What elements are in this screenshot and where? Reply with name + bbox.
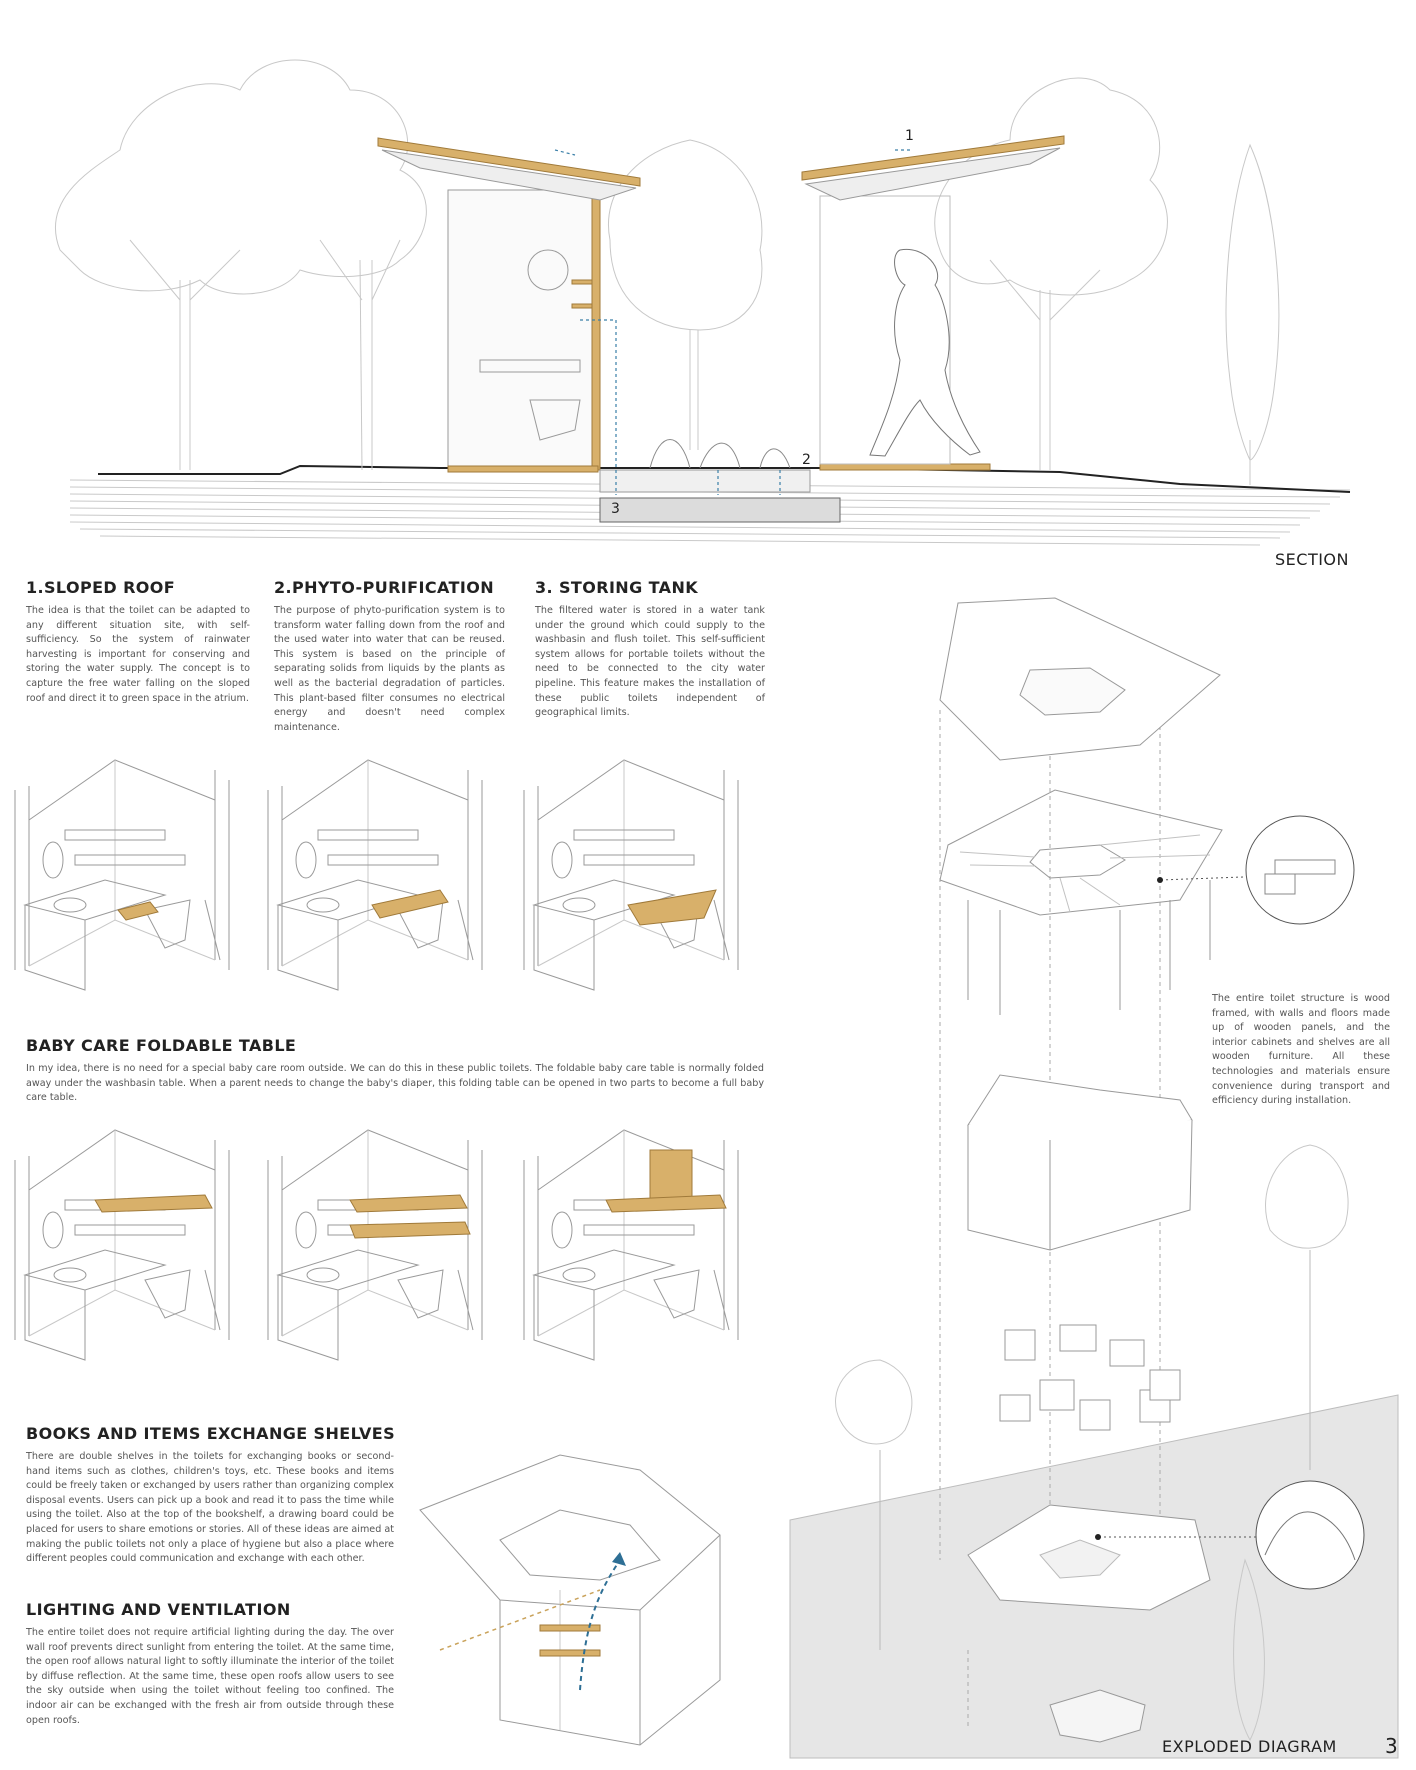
roof-left [377,137,641,201]
section-marker-1: 1 [905,128,914,144]
books-exchange-body: There are double shelves in the toilets … [26,1451,394,1565]
section-marker-2: 2 [802,452,811,468]
sloped-roof-title: 1.SLOPED ROOF [26,578,176,597]
phyto-body: The purpose of phyto-purification system… [274,605,505,733]
section-marker-3: 3 [611,501,620,517]
phyto-bed [599,439,811,493]
exploded-diagram-label: EXPLODED DIAGRAM [1162,1737,1337,1756]
lighting-body: The entire toilet does not require artif… [26,1627,394,1726]
structure-body: The entire toilet structure is wood fram… [1212,993,1390,1107]
section-drawing [54,59,1351,546]
cypress-tree [1225,143,1280,485]
books-exchange-title: BOOKS AND ITEMS EXCHANGE SHELVES [26,1424,396,1443]
toilet-right-frame [819,195,951,465]
baby-care-body: In my idea, there is no need for a speci… [26,1063,764,1104]
storing-tank-body: The filtered water is stored in a water … [535,605,765,719]
tree-left [54,59,427,471]
page-number: 3 [1385,1734,1398,1758]
storing-tank [599,497,841,523]
ground-plane [789,1394,1399,1759]
section-label: SECTION [1275,550,1349,569]
water-flow-arrows [554,149,910,495]
sloped-roof-body: The idea is that the toilet can be adapt… [26,605,250,704]
tree-right [934,77,1168,470]
lighting-title: LIGHTING AND VENTILATION [26,1600,291,1619]
roof-right [801,135,1065,201]
phyto-title: 2.PHYTO-PURIFICATION [274,578,494,597]
tree-center [608,139,763,450]
toilet-left [447,189,601,473]
person-figure [869,248,981,457]
storing-tank-title: 3. STORING TANK [535,578,699,597]
baby-care-title: BABY CARE FOLDABLE TABLE [26,1036,297,1055]
toilet-right-floor [819,463,991,471]
